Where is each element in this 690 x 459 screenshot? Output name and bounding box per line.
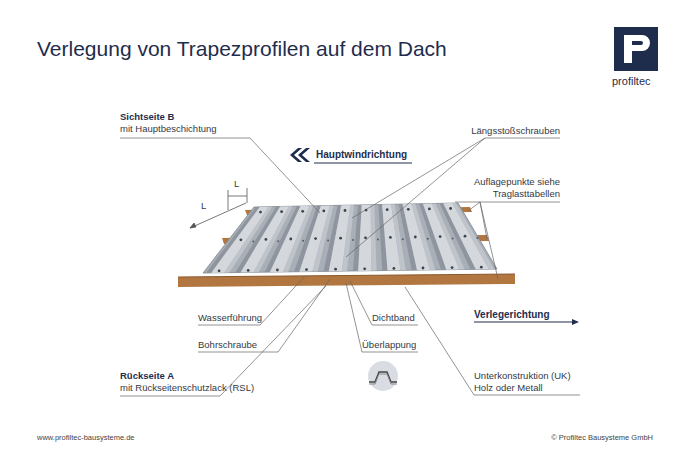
- wind-underline: [314, 162, 412, 163]
- laying-arrowhead: [572, 319, 579, 325]
- wind-chevrons: [290, 148, 310, 162]
- title: Verlegung von Trapezprofilen auf dem Dac…: [37, 36, 447, 62]
- callout-label: Längsstoßschrauben: [460, 125, 560, 137]
- callout-heading: Sichtseite B: [120, 111, 174, 123]
- dimension-label: L: [234, 178, 239, 190]
- callout-label: Bohrschraube: [198, 339, 257, 351]
- logo-text: profiltec: [612, 75, 651, 87]
- trapezoid-sheet: [203, 203, 497, 273]
- callout-label: Dichtband: [372, 312, 415, 324]
- callout-label: Auflagepunkte siehe Traglasttabellen: [460, 176, 560, 200]
- dimension-label: L: [201, 200, 206, 212]
- footer-url: www.profiltec-bausysteme.de: [37, 432, 135, 444]
- dimension-lines: [190, 188, 247, 228]
- laying-arrow: [474, 321, 574, 322]
- overlap-icon: [368, 361, 398, 391]
- callout-label: Unterkonstruktion (UK) Holz oder Metall: [474, 370, 584, 394]
- logo-box: [614, 27, 658, 71]
- callout-label: Überlappung: [362, 339, 416, 351]
- direction-label: Verlegerichtung: [474, 309, 550, 321]
- callout-label: mit Hauptbeschichtung: [120, 123, 217, 135]
- leader-lines: [120, 138, 580, 396]
- logo-mark: [624, 35, 650, 63]
- callout-label: mit Rückseitenschutzlack (RSL): [120, 382, 254, 394]
- footer-copyright: © Profiltec Bausysteme GmbH: [520, 432, 653, 444]
- wind-label: Hauptwindrichtung: [316, 149, 407, 161]
- callout-heading: Rückseite A: [120, 370, 174, 382]
- callout-label: Wasserführung: [198, 312, 262, 324]
